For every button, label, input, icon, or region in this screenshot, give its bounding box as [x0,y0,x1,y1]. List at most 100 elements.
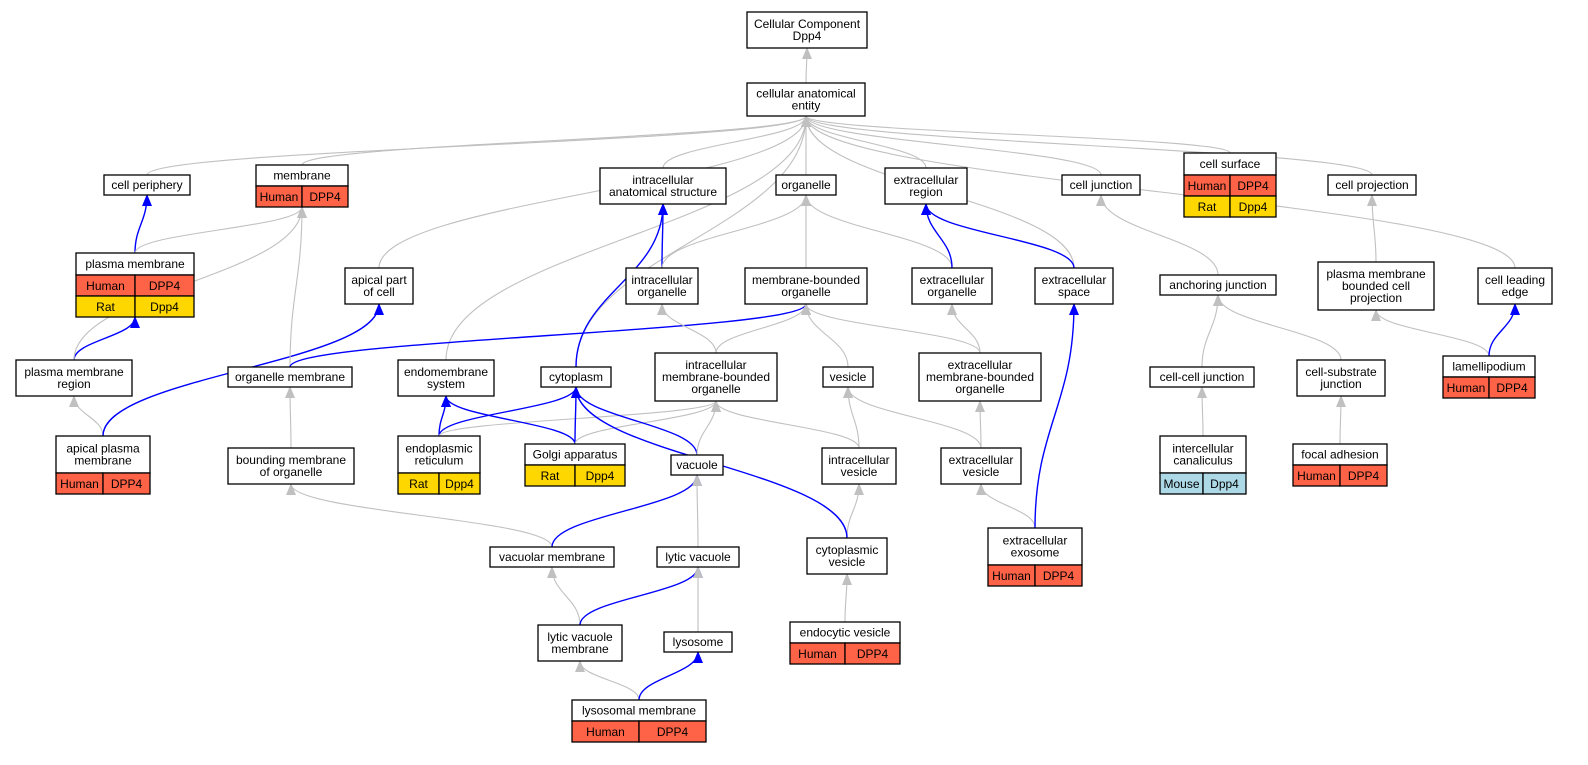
term-node-cell-projection[interactable]: cell projection [1327,174,1417,196]
term-label: of cell [363,285,394,299]
term-label: focal adhesion [1301,448,1378,462]
term-label: plasma membrane [1326,267,1426,281]
edge-part-of-vacuole-to-cytoplasm [571,386,698,456]
term-label: extracellular [949,453,1014,467]
edge-part-of-lamellipodium-to-cell-leading-edge [1488,303,1520,357]
term-box [227,447,355,485]
term-label: endoplasmic [405,442,472,456]
edge-is-a-ec-organelle-to-organelle [801,194,953,269]
gene-cell [102,472,151,495]
term-node-cytoplasm[interactable]: cytoplasm [540,366,612,388]
species-label: Human [1188,179,1227,193]
term-node-cell-cell-junction[interactable]: cell-cell junction [1149,366,1255,388]
term-node-vacuole[interactable]: vacuole [670,454,724,476]
species-label: Rat [1198,200,1217,214]
edge-is-a-endocytic-vesicle-to-cytoplasmic-vesicle [841,573,852,623]
term-label: plasma membrane [85,257,185,271]
term-label: region [909,185,942,199]
term-label: of organelle [260,465,323,479]
term-label: cytoplasmic [816,543,879,557]
term-node-organelle-membrane[interactable]: organelle membrane [227,366,353,388]
term-node-lytic-vacuole[interactable]: lytic vacuole [656,546,740,568]
term-box [397,435,481,474]
term-label: vesicle [830,370,867,384]
term-box [344,267,414,305]
edge-is-a-ec-mb-organelle-to-mb-organelle [801,303,981,354]
species-label: Rat [96,300,115,314]
term-node-cell-periphery[interactable]: cell periphery [103,174,191,196]
term-label: organelle [781,178,831,192]
edge-part-of-golgi-to-endomembrane [441,395,576,445]
gene-label: DPP4 [1237,179,1269,193]
species-label: Mouse [1163,477,1199,491]
edge-is-a-lytic-vacuole-to-vacuole [692,474,703,548]
term-node-organelle[interactable]: organelle [775,174,837,196]
species-label: Human [1447,381,1486,395]
term-box [1327,174,1417,196]
edge-part-of-lv-membrane-to-lytic-vacuole [579,566,703,626]
edge-is-a-cell-leading-edge-to-cae [801,115,1516,269]
term-node-anchoring-junction[interactable]: anchoring junction [1159,274,1277,296]
term-box [15,359,133,397]
term-label: plasma membrane [24,365,124,379]
term-label: extracellular [948,358,1013,372]
term-label: edge [1502,285,1529,299]
edge-is-a-ic-canaliculus-to-cell-cell-junction [1197,386,1208,437]
edge-is-a-lysosomal-membrane-to-lv-membrane [575,660,640,701]
term-node-vacuolar-membrane[interactable]: vacuolar membrane [489,546,615,568]
edge-is-a-lv-membrane-to-vacuolar-membrane [547,566,581,626]
term-node-lysosome[interactable]: lysosome [663,631,733,653]
term-label: bounded cell [1342,279,1410,293]
term-label: anchoring junction [1169,278,1266,292]
edge-part-of-golgi-to-cytoplasm [570,386,581,445]
edge-is-a-er-to-ic-mb-organelle [438,400,721,437]
term-label: endomembrane [404,365,488,379]
term-label: membrane [273,169,331,183]
gene-label: Dpp4 [1210,477,1239,491]
term-node-cell-junction[interactable]: cell junction [1061,174,1141,196]
term-node-vesicle[interactable]: vesicle [822,366,874,388]
gene-cell [844,642,901,665]
term-label: vesicle [841,465,878,479]
term-box [489,546,615,568]
edge-part-of-vacuolar-membrane-to-vacuole [551,474,702,548]
edge-is-a-cytoplasmic-vesicle-to-ic-vesicle [846,483,864,539]
edge-is-a-pm-bounded-projection-to-cell-projection [1367,194,1378,263]
term-label: canaliculus [1173,454,1232,468]
